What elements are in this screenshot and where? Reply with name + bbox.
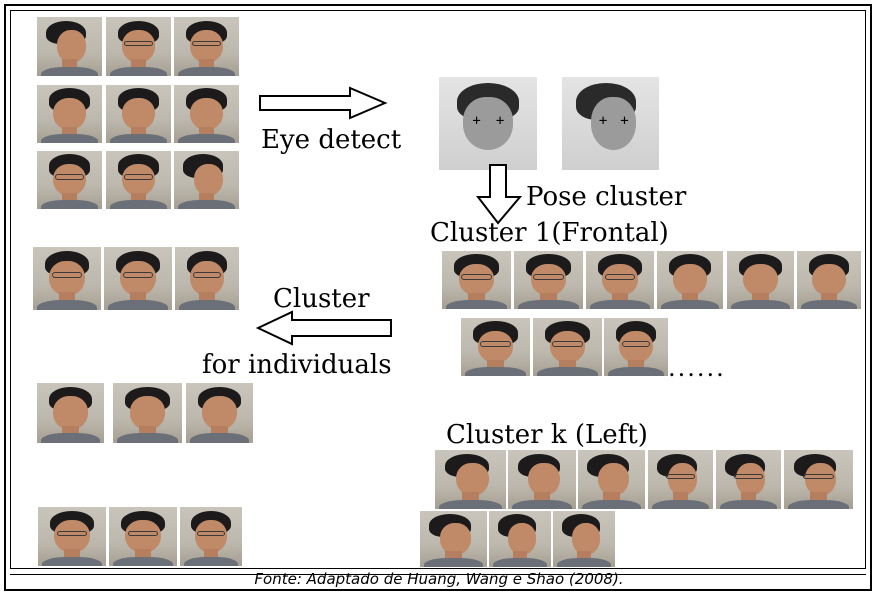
face-thumbnail [37,85,102,143]
face-thumbnail [648,450,713,509]
figure-panel [10,10,866,569]
eye-marker: + [472,113,481,130]
face-thumbnail [784,450,853,509]
face-thumbnail [33,247,101,310]
face-thumbnail [420,511,487,567]
eye-marker: + [620,113,629,130]
face-thumbnail [104,247,172,310]
face-thumbnail [797,251,861,309]
face-thumbnail [489,511,551,567]
face-thumbnail [37,383,104,443]
face-thumbnail [508,450,576,509]
eye-marker: + [495,113,505,130]
face-thumbnail [442,251,511,309]
arrow-right-icon [259,86,388,120]
arrow-down-icon [476,164,522,225]
face-thumbnail [716,450,781,509]
face-thumbnail [727,251,794,309]
face-thumbnail [109,507,177,566]
face-thumbnail [657,251,723,309]
cluster-label: Cluster [273,284,370,314]
cluster-k-title: Cluster k (Left) [446,420,648,450]
face-thumbnail [37,17,102,76]
face-thumbnail [174,85,239,143]
eye-detect-label: Eye detect [261,125,402,155]
face-thumbnail [174,151,239,209]
face-thumbnail [113,383,182,443]
face-thumbnail [514,251,583,309]
face-thumbnail [37,151,102,209]
for-individuals-label: for individuals [202,350,392,380]
cluster-1-title: Cluster 1(Frontal) [430,218,669,248]
face-thumbnail [533,318,602,376]
face-thumbnail [106,151,171,209]
face-thumbnail [578,450,645,509]
face-thumbnail [106,85,171,143]
face-thumbnail [175,247,239,310]
figure-caption: Fonte: Adaptado de Huang, Wang e Shao (2… [254,570,624,588]
face-thumbnail [106,17,171,76]
face-thumbnail [604,318,668,376]
eye-detected-face-side: + + [562,77,659,170]
face-thumbnail [180,507,242,566]
pose-cluster-label: Pose cluster [526,182,687,212]
eye-marker: + [598,113,608,130]
face-thumbnail [174,17,239,76]
ellipsis: ...... [668,354,726,382]
face-thumbnail [186,383,253,443]
face-thumbnail [586,251,654,309]
face-thumbnail [38,507,106,566]
face-thumbnail [553,511,615,567]
arrow-left-icon [256,310,392,346]
face-thumbnail [461,318,530,376]
face-thumbnail [435,450,506,509]
eye-detected-face-frontal: + + [439,77,537,170]
caption-divider [10,574,866,575]
